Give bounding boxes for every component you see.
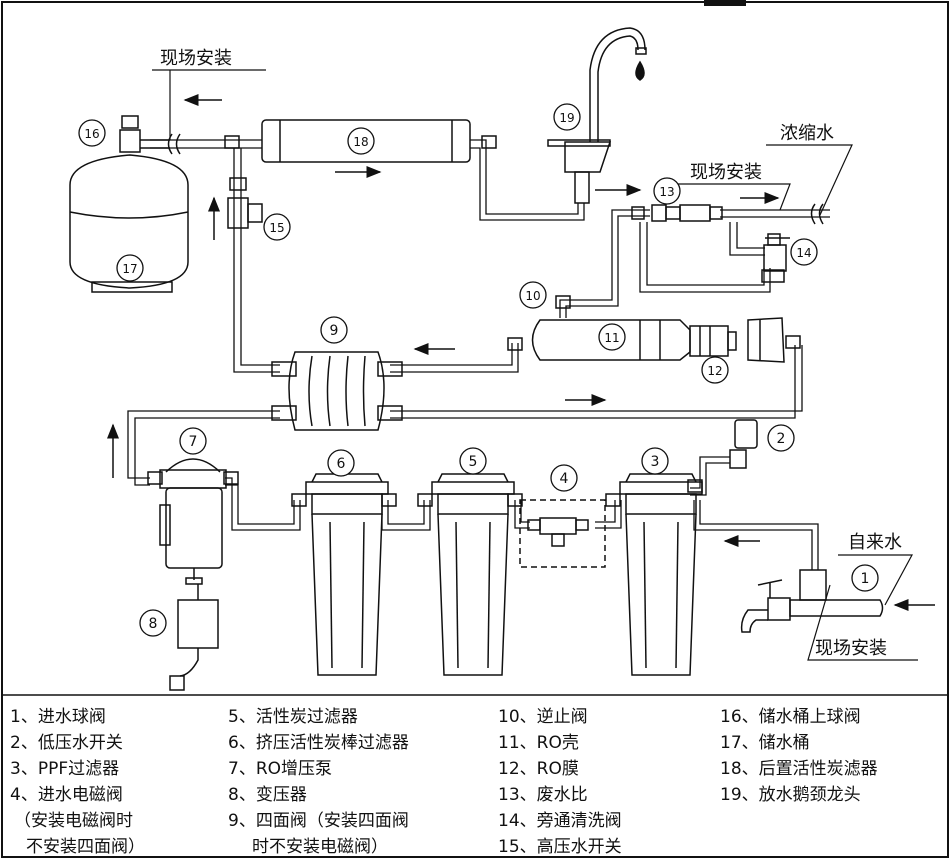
callout-7: 7 [189,434,198,450]
callout-3: 3 [651,454,660,470]
legend-item: 7、RO增压泵 [228,759,332,779]
drain-outlet [810,203,824,225]
storage-tank [69,115,189,293]
callout-14: 14 [796,246,811,260]
site-install-top-label: 现场安装 [160,48,232,69]
legend-item: 18、后置活性炭滤器 [720,759,878,779]
bypass-flush-valve [761,233,790,283]
callout-9: 9 [330,323,339,339]
callout-17: 17 [122,262,137,276]
inlet-ball-valve [740,569,884,633]
legend-item: （安装电磁阀时 [14,811,133,831]
callout-circles [78,103,879,637]
callout-numbers: 1 2 3 4 5 6 7 8 9 10 11 12 13 14 15 16 1… [84,111,869,632]
check-valve [555,295,571,309]
legend-item: 12、RO膜 [498,759,579,779]
site-install-mid-label: 现场安装 [690,162,762,183]
low-pressure-switch [729,419,758,469]
callout-18: 18 [353,135,368,149]
legend-item: 16、储水桶上球阀 [720,707,861,727]
callout-6: 6 [337,456,346,472]
legend-item: 2、低压水开关 [10,733,123,753]
legend-item: 9、四面阀（安装四面阀 [228,811,409,831]
callout-1: 1 [861,571,870,587]
legend-item: 4、进水电磁阀 [10,785,123,805]
callout-11: 11 [604,331,619,345]
legend-item: 11、RO壳 [498,733,579,753]
concentrate-water-label: 浓缩水 [780,123,834,144]
legend-item: 3、PPF过滤器 [10,759,119,779]
label-leaders [152,69,918,661]
callout-13: 13 [659,185,674,199]
post-carbon-filter [224,119,497,163]
site-install-bottom-label: 现场安装 [815,638,887,659]
legend-item: 5、活性炭过滤器 [228,707,358,727]
legend-item: 6、挤压活性炭棒过滤器 [228,733,409,753]
legend-item: 不安装四面阀） [26,837,145,857]
legend-item: 19、放水鹅颈龙头 [720,785,861,805]
callout-15: 15 [269,221,284,235]
gooseneck-faucet [547,27,647,204]
transformer [169,584,219,691]
booster-pump [147,458,239,585]
flow-arrows [107,94,935,611]
legend-item: 1、进水球阀 [10,707,106,727]
legend-item: 时不安装电磁阀） [252,837,388,857]
waste-ratio-valve [631,204,723,222]
ro-housing [507,319,737,361]
callout-19: 19 [559,111,574,125]
high-pressure-switch [227,177,263,229]
ro-membrane [747,317,801,363]
legend-item: 8、变压器 [228,785,307,805]
pipe-network [127,139,830,570]
callout-4: 4 [560,471,569,487]
filter-housings [291,473,703,676]
top-tab [704,0,746,6]
legend: 1、进水球阀 2、低压水开关 3、PPF过滤器 4、进水电磁阀 （安装电磁阀时 … [10,707,878,857]
inlet-solenoid-valve [519,499,606,568]
legend-item: 13、废水比 [498,785,588,805]
callout-12: 12 [707,364,722,378]
callout-8: 8 [149,616,158,632]
callout-10: 10 [525,289,540,303]
legend-item: 15、高压水开关 [498,837,622,857]
legend-item: 10、逆止阀 [498,707,588,727]
callout-2: 2 [777,431,786,447]
callout-16: 16 [84,127,99,141]
callout-5: 5 [469,454,478,470]
tap-water-label: 自来水 [848,532,902,553]
legend-item: 17、储水桶 [720,733,810,753]
legend-item: 14、旁通清洗阀 [498,811,622,831]
four-way-valve [271,351,403,431]
